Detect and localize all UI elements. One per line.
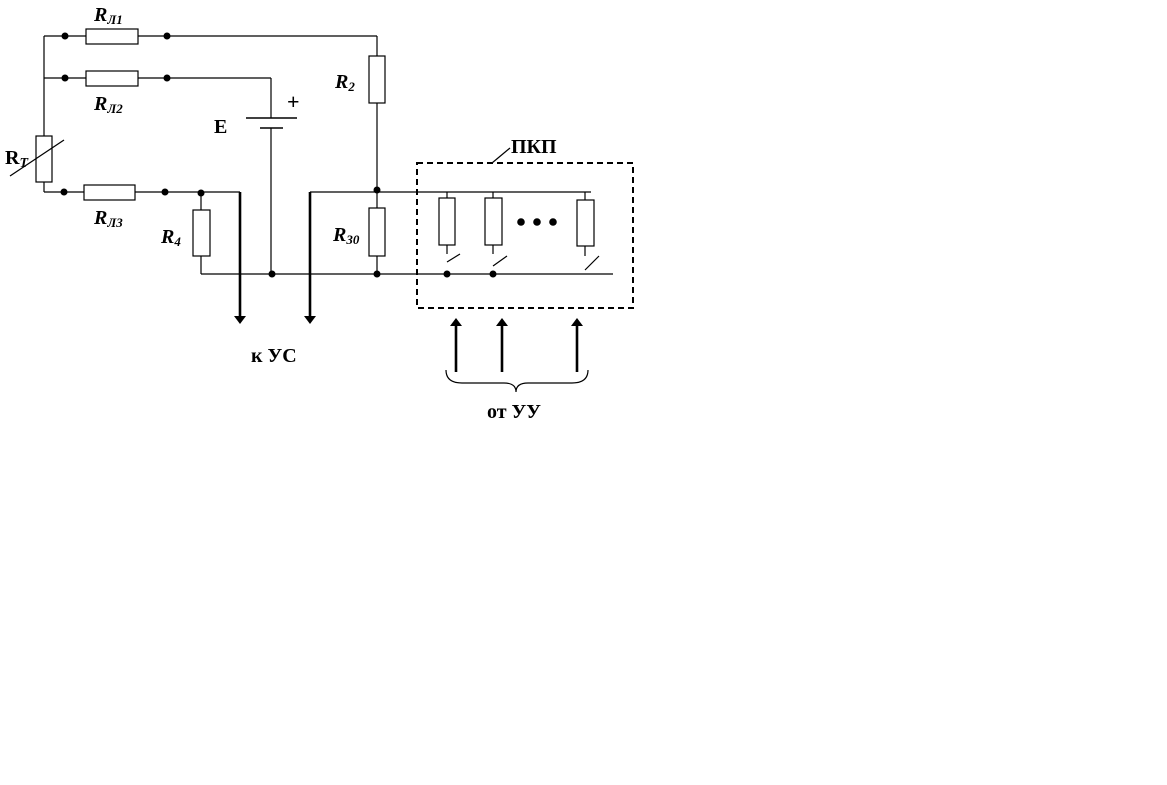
resistor-rl3 (83, 184, 136, 201)
switch-3 (584, 255, 600, 271)
label-battery-plus: + (287, 89, 300, 114)
label-r30: R30 (332, 224, 360, 247)
junction-dot (61, 74, 69, 82)
resistor-r30 (368, 207, 386, 257)
junction-dot (61, 32, 69, 40)
junction-dot (163, 74, 171, 82)
output-arrows (234, 192, 316, 324)
resistor-pkp-3 (576, 199, 595, 247)
ellipsis-dot (549, 218, 557, 226)
label-pkp: ПКП (511, 136, 557, 158)
label-to-us: к УС (251, 345, 297, 367)
thermistor-rt (35, 135, 53, 183)
battery (246, 117, 297, 129)
label-rl3: RЛ3 (93, 207, 123, 230)
junction-dot (373, 270, 381, 278)
label-rt: RT (5, 147, 29, 171)
junction-dot (443, 270, 451, 278)
label-battery: E (214, 116, 227, 138)
label-rl2: RЛ2 (93, 93, 123, 116)
resistor-pkp-2 (484, 197, 503, 246)
resistor-pkp-1 (438, 197, 456, 246)
junction-dot (373, 186, 381, 194)
input-arrows (450, 318, 583, 372)
label-r2: R2 (334, 71, 355, 94)
resistor-rl1 (85, 28, 139, 45)
junction-dot (268, 270, 276, 278)
curly-brace (445, 369, 589, 393)
pkp-leader-line (491, 147, 511, 164)
resistor-r2 (368, 55, 386, 104)
resistor-r4 (192, 209, 211, 257)
resistor-rl2 (85, 70, 139, 87)
switch-2 (492, 255, 508, 267)
ellipsis-dot (517, 218, 525, 226)
resistors (9, 28, 595, 257)
ellipsis-dot (533, 218, 541, 226)
label-r4: R4 (160, 226, 181, 249)
junction-dot (60, 188, 68, 196)
thermistor-slash (9, 139, 65, 177)
switch-1 (446, 253, 461, 263)
junction-dot (161, 188, 169, 196)
label-from-uu: от УУ (487, 401, 541, 423)
junction-dots (60, 32, 497, 278)
wires (43, 35, 613, 275)
ellipsis-icon (517, 218, 557, 226)
junction-dot (197, 189, 205, 197)
junction-dot (489, 270, 497, 278)
junction-dot (163, 32, 171, 40)
label-rl1: RЛ1 (93, 4, 123, 27)
